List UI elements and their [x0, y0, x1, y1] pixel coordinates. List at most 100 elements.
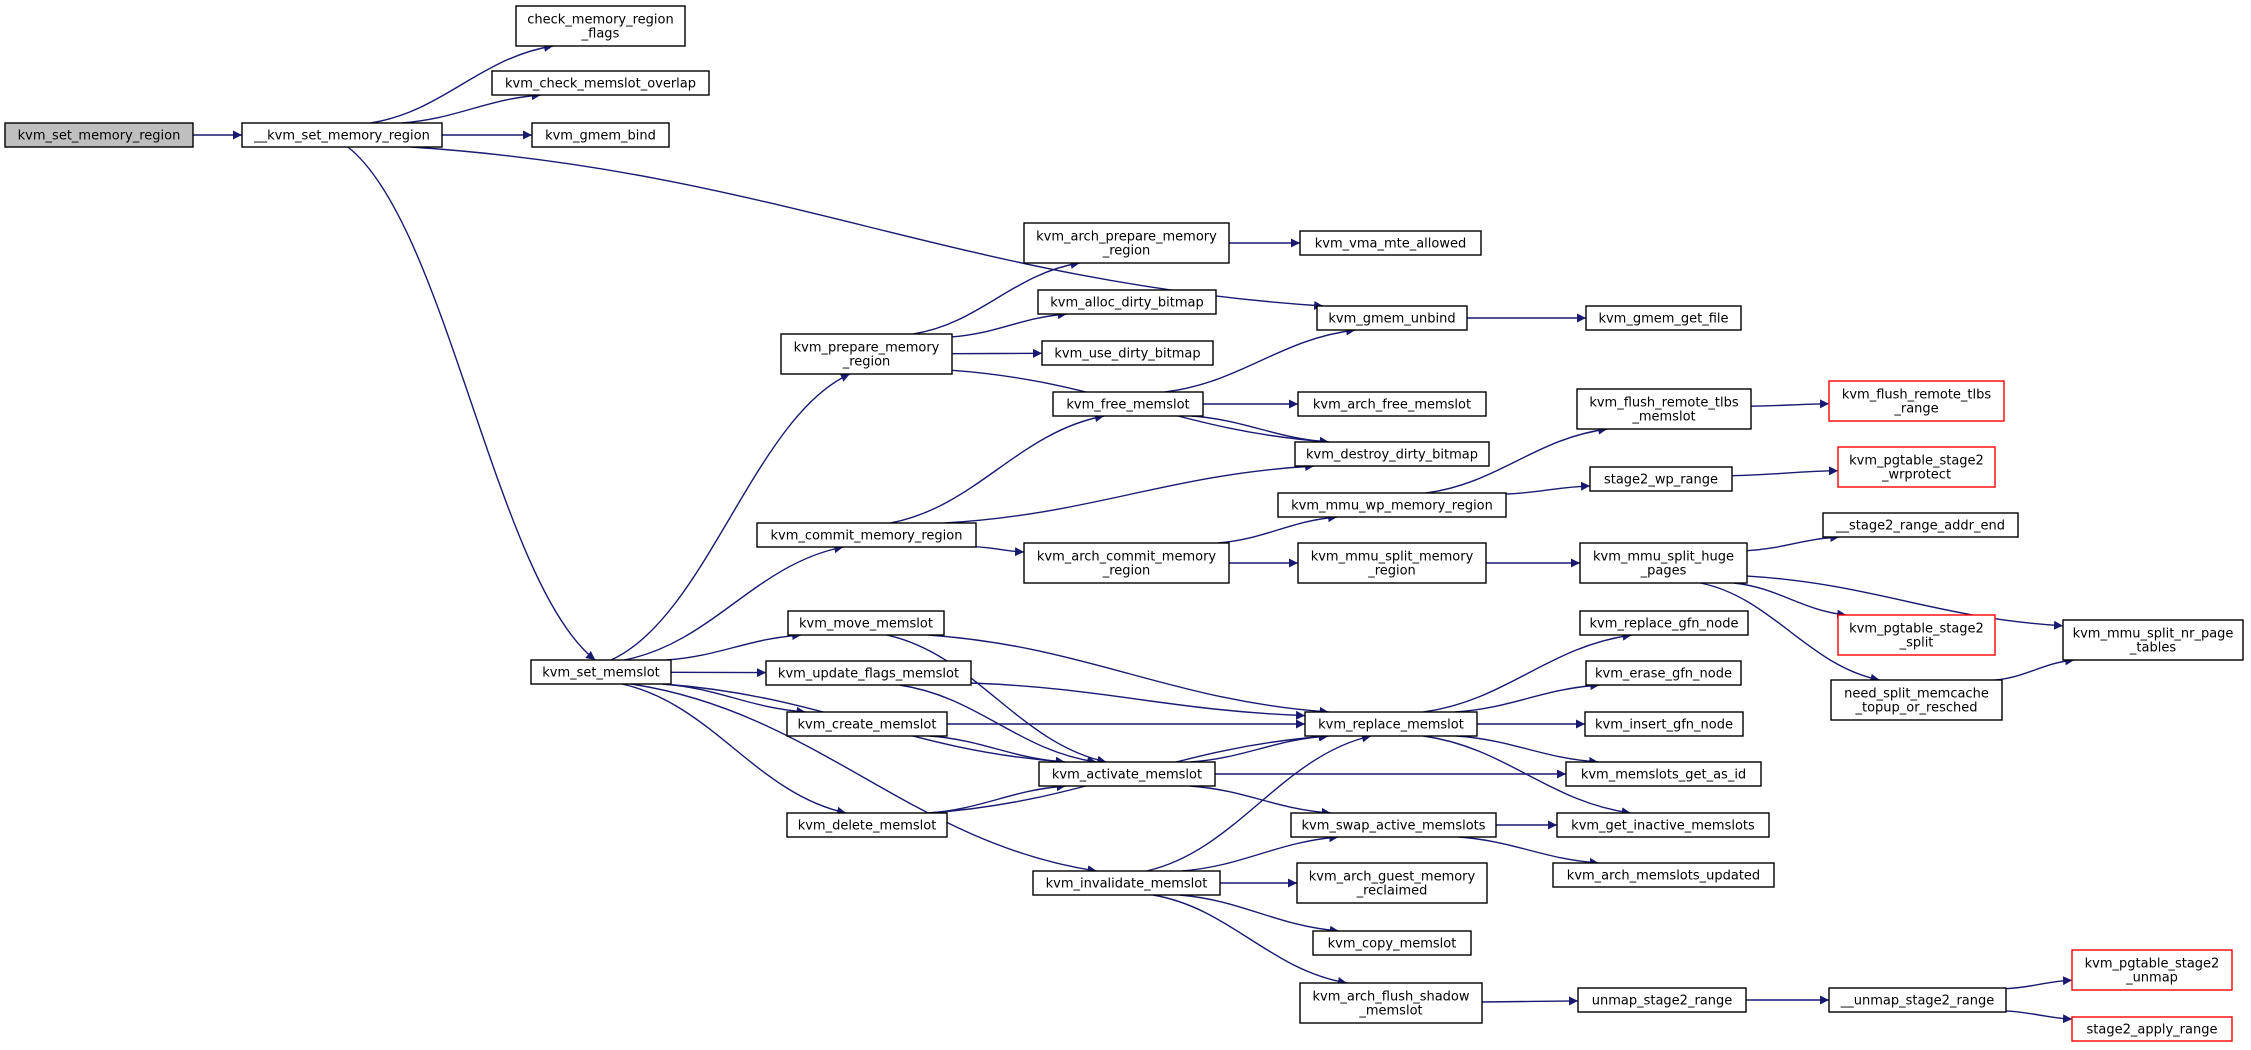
- node-kvm-arch-commit-memory-region[interactable]: kvm_arch_commit_memory_region: [1023, 542, 1230, 584]
- node-kvm-free-memslot[interactable]: kvm_free_memslot: [1052, 391, 1204, 417]
- edge-kvm-set-memslot-to-kvm-delete-memslot: [621, 683, 847, 816]
- node-kvm-get-inactive-memslots[interactable]: kvm_get_inactive_memslots: [1556, 812, 1770, 838]
- node-kvm-mmu-split-memory-region[interactable]: kvm_mmu_split_memory_region: [1297, 542, 1487, 584]
- node-kvm-erase-gfn-node[interactable]: kvm_erase_gfn_node: [1585, 660, 1742, 686]
- node-kvm-set-memslot[interactable]: kvm_set_memslot: [530, 659, 672, 685]
- node-kvm-prepare-memory-region[interactable]: kvm_prepare_memory_region: [780, 333, 953, 375]
- node-box: [1579, 542, 1748, 584]
- node-box: [4, 122, 194, 148]
- node-kvm-gmem-bind[interactable]: kvm_gmem_bind: [531, 122, 670, 148]
- node-label: kvm_arch_memslots_updated: [1567, 869, 1760, 884]
- node-label: _region: [1102, 244, 1151, 259]
- node-kvm-pgtable-stage2-unmap[interactable]: kvm_pgtable_stage2_unmap: [2071, 949, 2233, 991]
- edge-underscore-kvm-set-memory-region-to-kvm-check-memslot-overlap: [401, 91, 541, 124]
- node-box: [1299, 230, 1482, 256]
- node-label: _region: [842, 355, 891, 370]
- edge-kvm-mmu-split-huge-pages-to-underscore-stage2-range-addr-end: [1746, 532, 1840, 552]
- node-kvm-activate-memslot[interactable]: kvm_activate_memslot: [1038, 761, 1216, 787]
- node-label: kvm_alloc_dirty_bitmap: [1050, 296, 1204, 311]
- node-check-memory-region-flags[interactable]: check_memory_region_flags: [515, 5, 686, 47]
- node-kvm-move-memslot[interactable]: kvm_move_memslot: [787, 610, 945, 636]
- node-label: __unmap_stage2_range: [1840, 994, 1995, 1009]
- node-kvm-alloc-dirty-bitmap[interactable]: kvm_alloc_dirty_bitmap: [1037, 289, 1217, 315]
- edge-kvm-activate-memslot-to-kvm-swap-active-memslots: [1189, 785, 1331, 817]
- node-kvm-arch-free-memslot[interactable]: kvm_arch_free_memslot: [1297, 391, 1487, 417]
- node-kvm-flush-remote-tlbs-memslot[interactable]: kvm_flush_remote_tlbs_memslot: [1576, 388, 1752, 430]
- node-label: kvm_erase_gfn_node: [1595, 667, 1732, 682]
- node-box: [491, 70, 710, 96]
- node-stage2-wp-range[interactable]: stage2_wp_range: [1589, 466, 1733, 492]
- node-kvm-pgtable-stage2-split[interactable]: kvm_pgtable_stage2_split: [1837, 614, 1996, 656]
- node-stage2-apply-range[interactable]: stage2_apply_range: [2071, 1016, 2233, 1042]
- node-label: kvm_mmu_split_huge: [1593, 550, 1734, 565]
- node-kvm-vma-mte-allowed[interactable]: kvm_vma_mte_allowed: [1299, 230, 1482, 256]
- node-label: _range: [1893, 402, 1938, 417]
- node-need-split-memcache-topup-or-resched[interactable]: need_split_memcache_topup_or_resched: [1830, 679, 2003, 721]
- node-kvm-mmu-split-huge-pages[interactable]: kvm_mmu_split_huge_pages: [1579, 542, 1748, 584]
- edge-kvm-free-memslot-to-kvm-gmem-unbind: [1164, 326, 1356, 393]
- node-kvm-replace-gfn-node[interactable]: kvm_replace_gfn_node: [1579, 610, 1749, 636]
- node-box: [1828, 380, 2005, 422]
- node-kvm-create-memslot[interactable]: kvm_create_memslot: [786, 711, 948, 737]
- node-kvm-delete-memslot[interactable]: kvm_delete_memslot: [786, 812, 948, 838]
- node-box: [1828, 987, 2007, 1013]
- edge-kvm-update-flags-memslot-to-kvm-replace-memslot: [970, 682, 1306, 720]
- node-kvm-check-memslot-overlap[interactable]: kvm_check_memslot_overlap: [491, 70, 710, 96]
- node-kvm-pgtable-stage2-wrprotect[interactable]: kvm_pgtable_stage2_wrprotect: [1837, 446, 1996, 488]
- edge-kvm-mmu-wp-memory-region-to-stage2-wp-range: [1505, 481, 1591, 495]
- node-kvm-copy-memslot[interactable]: kvm_copy_memslot: [1312, 930, 1472, 956]
- node-box: [1589, 466, 1733, 492]
- edge-kvm-set-memslot-to-kvm-create-memslot: [662, 683, 806, 716]
- node-kvm-commit-memory-region[interactable]: kvm_commit_memory_region: [756, 522, 977, 548]
- node-kvm-replace-memslot[interactable]: kvm_replace_memslot: [1304, 711, 1478, 737]
- node-kvm-arch-guest-memory-reclaimed[interactable]: kvm_arch_guest_memory_reclaimed: [1296, 862, 1488, 904]
- node-underscore-unmap-stage2-range[interactable]: __unmap_stage2_range: [1828, 987, 2007, 1013]
- edge-underscore-kvm-set-memory-region-to-check-memory-region-flags: [370, 42, 554, 124]
- node-box: [241, 122, 443, 148]
- node-box: [2062, 619, 2244, 661]
- node-label: _memslot: [1631, 410, 1695, 425]
- node-label: kvm_flush_remote_tlbs: [1589, 396, 1739, 411]
- node-label: kvm_set_memslot: [542, 666, 660, 681]
- node-box: [1277, 492, 1507, 518]
- node-label: kvm_replace_memslot: [1318, 718, 1464, 733]
- node-kvm-insert-gfn-node[interactable]: kvm_insert_gfn_node: [1584, 711, 1744, 737]
- node-kvm-flush-remote-tlbs-range[interactable]: kvm_flush_remote_tlbs_range: [1828, 380, 2005, 422]
- node-label: kvm_replace_gfn_node: [1590, 617, 1739, 632]
- edge-kvm-set-memslot-to-kvm-prepare-memory-region: [610, 373, 851, 661]
- node-label: kvm_pgtable_stage2: [1849, 622, 1984, 637]
- node-kvm-arch-prepare-memory-region[interactable]: kvm_arch_prepare_memory_region: [1023, 222, 1230, 264]
- node-kvm-swap-active-memslots[interactable]: kvm_swap_active_memslots: [1290, 812, 1497, 838]
- node-label: kvm_use_dirty_bitmap: [1054, 347, 1200, 362]
- node-kvm-update-flags-memslot[interactable]: kvm_update_flags_memslot: [765, 660, 972, 686]
- node-kvm-arch-flush-shadow-memslot[interactable]: kvm_arch_flush_shadow_memslot: [1299, 982, 1483, 1024]
- node-label: kvm_gmem_get_file: [1598, 312, 1728, 327]
- node-kvm-gmem-get-file[interactable]: kvm_gmem_get_file: [1585, 305, 1742, 331]
- node-underscore-stage2-range-addr-end[interactable]: __stage2_range_addr_end: [1822, 512, 2019, 538]
- node-kvm-arch-memslots-updated[interactable]: kvm_arch_memslots_updated: [1552, 862, 1775, 888]
- node-box: [787, 610, 945, 636]
- edge-kvm-flush-remote-tlbs-memslot-to-kvm-flush-remote-tlbs-range: [1750, 399, 1830, 409]
- node-kvm-invalidate-memslot[interactable]: kvm_invalidate_memslot: [1032, 870, 1221, 896]
- node-root[interactable]: kvm_set_memory_region: [4, 122, 194, 148]
- node-kvm-use-dirty-bitmap[interactable]: kvm_use_dirty_bitmap: [1041, 340, 1214, 366]
- node-box: [1297, 542, 1487, 584]
- node-label: kvm_check_memslot_overlap: [505, 77, 696, 92]
- node-kvm-memslots-get-as-id[interactable]: kvm_memslots_get_as_id: [1565, 761, 1762, 787]
- node-box: [765, 660, 972, 686]
- edge-kvm-invalidate-memslot-to-kvm-replace-memslot: [1146, 733, 1372, 872]
- edge-kvm-arch-flush-shadow-memslot-to-unmap-stage2-range: [1481, 996, 1579, 1006]
- node-box: [1023, 542, 1230, 584]
- edge-kvm-commit-memory-region-to-kvm-free-memslot: [890, 413, 1105, 524]
- node-unmap-stage2-range[interactable]: unmap_stage2_range: [1577, 987, 1747, 1013]
- node-kvm-gmem-unbind[interactable]: kvm_gmem_unbind: [1316, 305, 1468, 331]
- node-underscore-kvm-set-memory-region[interactable]: __kvm_set_memory_region: [241, 122, 443, 148]
- node-kvm-destroy-dirty-bitmap[interactable]: kvm_destroy_dirty_bitmap: [1294, 441, 1490, 467]
- node-kvm-mmu-split-nr-page-tables[interactable]: kvm_mmu_split_nr_page_tables: [2062, 619, 2244, 661]
- edge-kvm-mmu-split-huge-pages-to-kvm-pgtable-stage2-split: [1733, 582, 1847, 619]
- edge-kvm-create-memslot-to-kvm-activate-memslot: [929, 735, 1065, 766]
- node-label: kvm_memslots_get_as_id: [1581, 768, 1746, 783]
- node-box: [1576, 388, 1752, 430]
- edge-underscore-unmap-stage2-range-to-kvm-pgtable-stage2-unmap: [2005, 976, 2073, 990]
- node-kvm-mmu-wp-memory-region[interactable]: kvm_mmu_wp_memory_region: [1277, 492, 1507, 518]
